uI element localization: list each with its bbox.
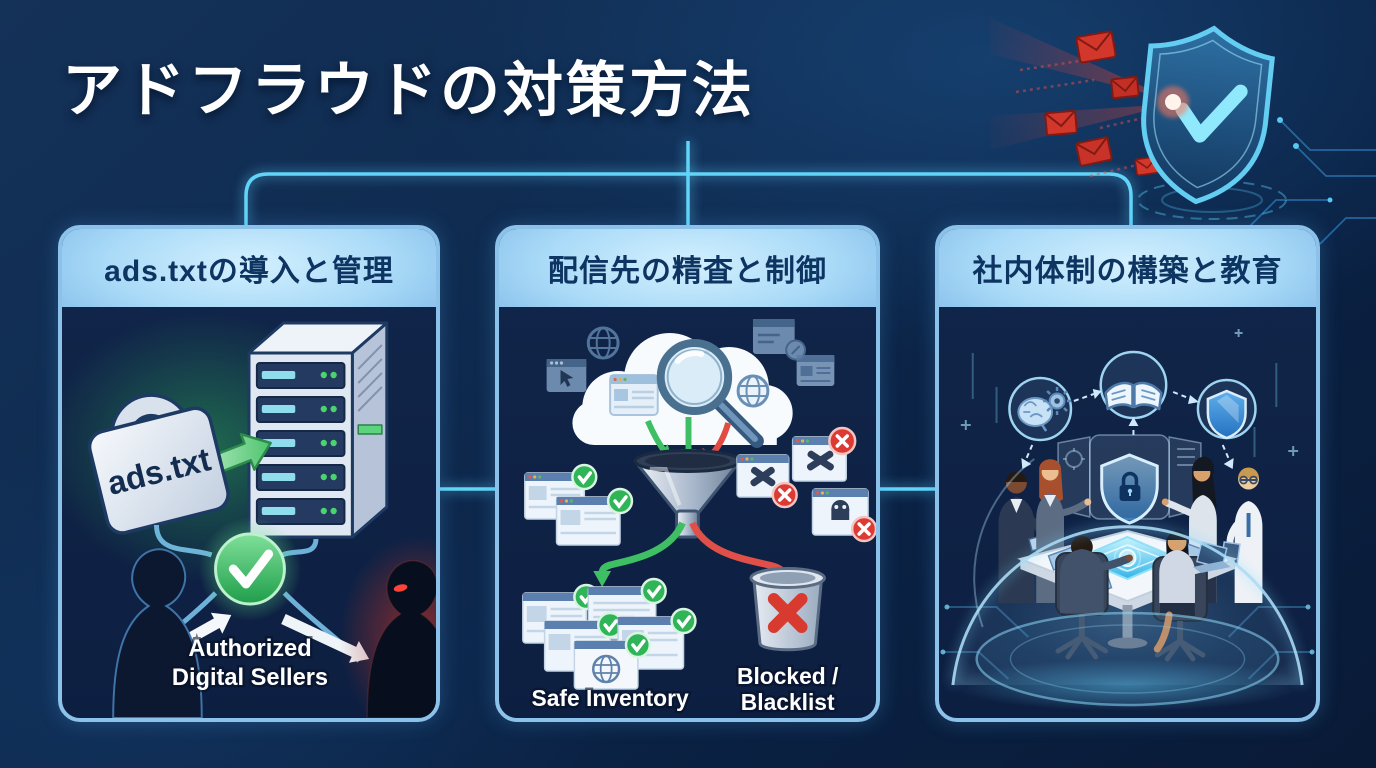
globe-icon <box>586 326 620 360</box>
holo-panel-details <box>1063 448 1195 470</box>
panel-3-header: 社内体制の構築と教育 <box>939 229 1316 307</box>
browser-window-icon <box>609 374 659 416</box>
browser-cursor-icon <box>546 359 587 392</box>
funnel-icon <box>633 449 742 539</box>
ghost-icon <box>831 500 850 520</box>
glow-ring <box>1137 180 1287 220</box>
panel-1-header-label: ads.txtの導入と管理 <box>104 255 394 288</box>
rejected-window <box>791 426 857 482</box>
safe-flow-arrow <box>593 521 686 587</box>
glow-ring-inner <box>1161 187 1263 213</box>
blocked-label-line2: Blacklist <box>741 689 835 715</box>
globe-icon <box>736 374 770 408</box>
circuit-nodes <box>1237 117 1333 239</box>
sparkles <box>960 329 1299 456</box>
magnifier-icon <box>656 339 764 448</box>
team-member-seated-right <box>1153 530 1231 653</box>
decor-shield-scene <box>990 18 1376 245</box>
rejected-window-ghost <box>811 488 876 543</box>
relation-arrowheads <box>1021 389 1234 469</box>
x-mark <box>767 593 808 633</box>
panel-internal-structure: 社内体制の構築と教育 <box>935 225 1320 722</box>
panel-2-header: 配信先の精査と制御 <box>499 229 876 307</box>
authorized-label-line2: Digital Sellers <box>172 664 328 691</box>
check-circle-icon <box>198 517 302 621</box>
laser-beam-icon <box>990 18 1173 100</box>
authorized-label-line1: Authorized <box>188 635 311 662</box>
panel-2-content: Safe Inventory Blocked / Blacklist <box>499 307 876 718</box>
bit-streaks <box>1015 58 1161 178</box>
rejected-window <box>736 454 798 509</box>
dome-rim <box>951 525 1304 686</box>
panel-2-header-label: 配信先の精査と制御 <box>548 255 827 288</box>
vetted-window <box>524 463 598 520</box>
blocked-label-line1: Blocked / <box>737 663 839 689</box>
fraudster-silhouette-icon <box>339 535 436 718</box>
spam-envelope-icon <box>1044 30 1160 176</box>
padlock-icon: ads.txt <box>87 393 230 535</box>
panel-ads-txt: ads.txtの導入と管理 <box>58 225 440 722</box>
floor-ring-inner <box>1009 624 1246 694</box>
vetted-window <box>555 487 634 546</box>
team-member-seated-left <box>1060 536 1133 613</box>
laser-beam-icon <box>990 104 1173 150</box>
laptop-icon <box>1192 541 1231 573</box>
laser-flare-core <box>1165 94 1181 110</box>
brain-gear-icon <box>1008 376 1073 442</box>
panel-1-header: ads.txtの導入と管理 <box>62 229 436 307</box>
page-title: アドフラウドの対策方法 <box>62 57 755 124</box>
trash-icon <box>749 567 826 652</box>
browser-article-icon <box>796 355 835 386</box>
browser-lines-icon <box>752 319 807 361</box>
panel-delivery-vetting: 配信先の精査と制御 <box>495 225 880 722</box>
panel-3-header-label: 社内体制の構築と教育 <box>972 255 1283 288</box>
floor-circuit-nodes <box>940 604 1315 655</box>
shield-check-icon <box>1141 25 1275 205</box>
panel-1-content: ads.txt <box>62 307 436 718</box>
server-icon <box>247 321 389 539</box>
team-member-standing-right-2 <box>1220 467 1263 603</box>
safe-inventory-label: Safe Inventory <box>532 685 689 711</box>
laser-flare <box>1157 86 1189 118</box>
floor-ring <box>975 611 1280 707</box>
open-book-icon <box>1099 350 1168 420</box>
shield-lock-icon <box>1100 453 1159 525</box>
shield-icon <box>1196 378 1257 440</box>
data-streaks <box>971 353 1278 457</box>
publisher-silhouette-icon <box>112 548 203 718</box>
connector-branch <box>244 172 1133 226</box>
panel-3-content <box>939 307 1316 718</box>
dome-inner-highlight <box>973 458 1035 628</box>
safe-inventory-cluster <box>522 577 697 690</box>
